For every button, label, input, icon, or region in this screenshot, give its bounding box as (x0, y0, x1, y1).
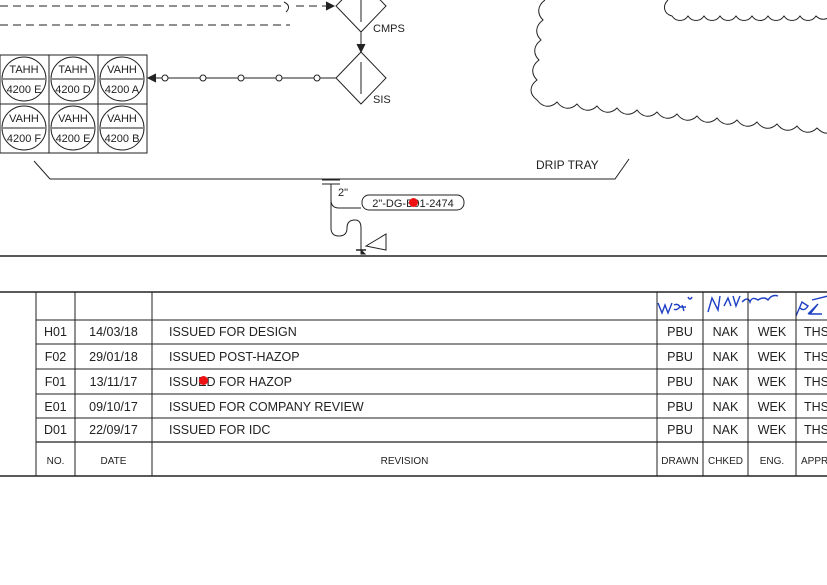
instrument-tag: 4200 E (56, 133, 91, 145)
rev-appr: THS (804, 325, 827, 339)
header-appr: APPR (801, 456, 827, 467)
rev-appr: THS (804, 400, 827, 414)
instrument-labels: TAHH TAHH VAHH 4200 E 4200 D 4200 A VAHH… (7, 64, 140, 145)
rev-date: 13/11/17 (89, 375, 138, 389)
rev-date: 14/03/18 (89, 325, 138, 339)
rev-description: ISSUED POST-HAZOP (169, 350, 300, 364)
rev-drawn: PBU (667, 423, 693, 437)
instrument-function: VAHH (58, 113, 88, 125)
header-eng: ENG. (759, 456, 785, 467)
rev-date: 09/10/17 (89, 400, 138, 414)
drip-tray (33, 158, 630, 180)
rev-checked: NAK (712, 325, 739, 339)
rev-date: 29/01/18 (89, 350, 138, 364)
annotation-marker[interactable] (409, 198, 418, 207)
rev-checked: NAK (712, 400, 739, 414)
header-drawn: DRAWN (661, 456, 699, 467)
rev-checked: NAK (712, 350, 739, 364)
sis-diamond (335, 51, 387, 105)
rev-eng: WEK (757, 423, 787, 437)
rev-eng: WEK (757, 375, 787, 389)
rev-eng: WEK (757, 350, 787, 364)
annotation-marker[interactable] (199, 376, 208, 385)
instrument-tag: 4200 D (55, 84, 91, 96)
rev-checked: NAK (712, 423, 739, 437)
instrument-function: TAHH (9, 64, 38, 76)
rev-appr: THS (804, 375, 827, 389)
rev-description: ISSUED FOR COMPANY REVIEW (169, 400, 364, 414)
rev-description: ISSUED FOR IDC (169, 423, 271, 437)
header-date: DATE (100, 456, 127, 467)
cmps-label: CMPS (373, 23, 405, 35)
rev-drawn: PBU (667, 325, 693, 339)
instrument-tag: 4200 B (105, 133, 140, 145)
rev-description: ISSUED FOR DESIGN (169, 325, 297, 339)
instrument-tag: 4200 E (7, 84, 42, 96)
rev-appr: THS (804, 423, 827, 437)
rev-date: 22/09/17 (89, 423, 138, 437)
instrument-function: VAHH (9, 113, 39, 125)
header-no: NO. (46, 456, 65, 467)
drip-tray-label: DRIP TRAY (536, 158, 599, 172)
rev-description: ISSUED FOR HAZOP (169, 375, 292, 389)
instrument-function: TAHH (58, 64, 87, 76)
signature-drawn (657, 296, 693, 315)
rev-no: D01 (44, 423, 67, 437)
instrument-tag: 4200 A (105, 84, 140, 96)
instrument-function: VAHH (107, 113, 137, 125)
revision-cloud (530, 0, 827, 134)
rev-appr: THS (804, 350, 827, 364)
rev-no: F01 (44, 375, 67, 389)
signature-checked (707, 294, 779, 313)
pipe-size-label: 2" (338, 187, 348, 199)
signature-marks (657, 294, 827, 317)
rev-no: H01 (44, 325, 67, 339)
rev-drawn: PBU (667, 350, 693, 364)
instrument-function: VAHH (107, 64, 137, 76)
rev-eng: WEK (757, 325, 787, 339)
rev-drawn: PBU (667, 400, 693, 414)
header-checked: CHKED (707, 456, 743, 467)
rev-eng: WEK (757, 400, 787, 414)
instrument-tag: 4200 F (7, 133, 42, 145)
rev-no: E01 (44, 400, 67, 414)
rev-checked: NAK (712, 375, 739, 389)
sis-label: SIS (373, 94, 391, 106)
signature-eng (795, 295, 827, 317)
rev-drawn: PBU (667, 375, 693, 389)
rev-no: F02 (44, 350, 67, 364)
header-revision: REVISION (380, 456, 429, 467)
